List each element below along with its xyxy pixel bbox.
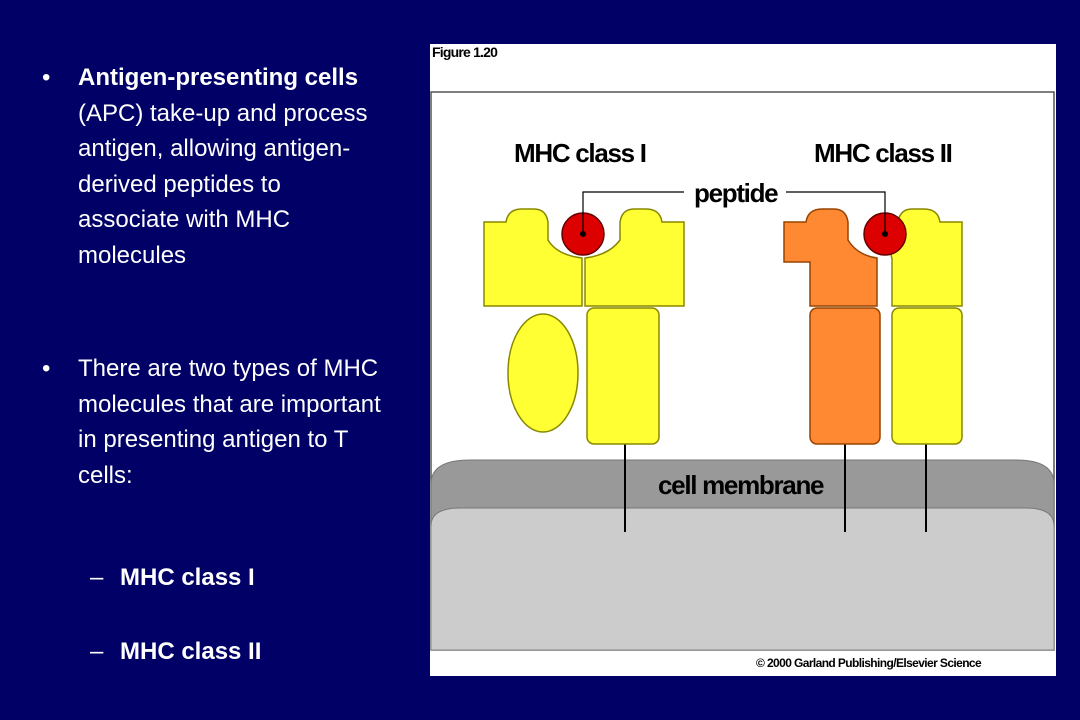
class1-alpha2-domain [584,208,685,307]
class1-alpha1-domain [483,208,583,307]
bullet-apc-bold: Antigen-presenting cells [78,64,359,91]
class2-label: MHC class II [814,138,952,168]
class2-alpha2-domain [809,307,881,445]
bullet-list: • Antigen-presenting cells (APC) take-up… [0,0,430,720]
sub-bullet-dash: – [90,564,104,591]
class1-alpha3-domain [586,307,660,445]
class2-beta1-domain [890,208,963,307]
sub-bullet-text: MHC class II [120,638,262,665]
peptide-leader-right [786,191,886,234]
mhc-figure: MHC class I MHC class II peptide cell me… [430,44,1056,676]
class2-alpha1-domain [783,208,878,307]
bullet-mhc-types: • There are two types of MHC molecules t… [42,351,388,493]
cell-membrane [430,459,1055,527]
sub-bullet-dash: – [90,638,104,665]
peptide-leader-left [582,191,684,234]
copyright-notice: © 2000 Garland Publishing/Elsevier Scien… [756,656,982,670]
class2-beta2-domain [891,307,963,445]
peptide-label: peptide [694,178,778,208]
bullet-dot: • [42,355,51,382]
membrane-label: cell membrane [658,470,824,500]
class1-label: MHC class I [514,138,646,168]
bullet-dot: • [42,64,51,91]
cytoplasm [430,505,1055,651]
sub-bullet-text: MHC class I [120,564,255,591]
mhc-diagram: MHC class I MHC class II peptide cell me… [430,91,1055,651]
bullet-mhc-types-text: There are two types of MHC molecules tha… [78,355,381,489]
bullet-apc: • Antigen-presenting cells (APC) take-up… [42,60,388,273]
bullet-apc-text: (APC) take-up and process antigen, allow… [78,99,368,269]
figure-number: Figure 1.20 [432,44,498,60]
beta2-microglobulin [507,313,579,433]
